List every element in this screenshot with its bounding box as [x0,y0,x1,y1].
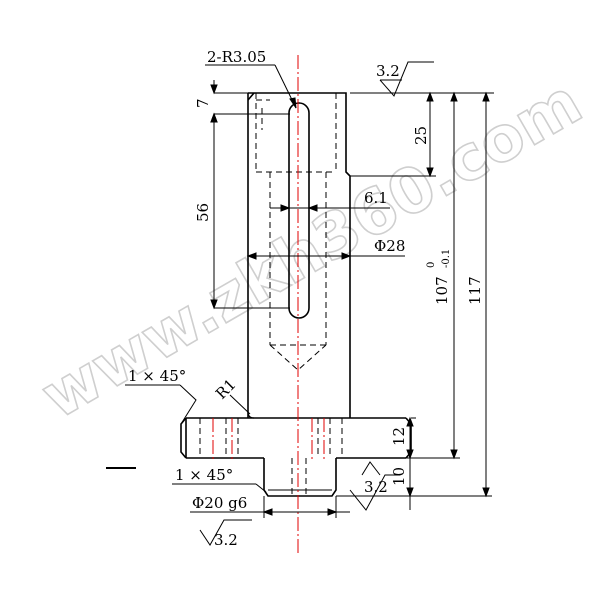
chamfer-bottom-label: 1 × 45° [175,466,233,484]
dimension-lines [106,61,494,546]
roughness-top-label: 3.2 [376,62,400,80]
dim-56-label: 56 [194,203,212,222]
dim-phi28-label: Φ28 [374,237,405,255]
hidden-lines [199,93,343,496]
dim-12-label: 12 [390,427,408,446]
watermark: www.zkh360.com [29,65,594,433]
dim-10-label: 10 [390,467,408,486]
dim-6-1-label: 6.1 [364,189,388,207]
fillet-label: R1 [212,375,239,402]
dim-phi20-label: Φ20 g6 [192,494,247,512]
roughness-pilot-label: 3.2 [214,531,238,549]
dim-25-label: 25 [412,126,430,145]
dim-7-label: 7 [194,98,212,108]
chamfer-top-label: 1 × 45° [128,367,186,385]
dim-117-label: 117 [466,276,484,305]
dim-107-label: 107 [433,276,451,305]
tolerance-lower: -0.1 [441,249,452,268]
roughness-shoulder-label: 3.2 [364,478,388,496]
centerlines [212,55,325,555]
tolerance-upper: 0 [426,262,437,268]
slot-radius-label: 2-R3.05 [207,48,266,66]
